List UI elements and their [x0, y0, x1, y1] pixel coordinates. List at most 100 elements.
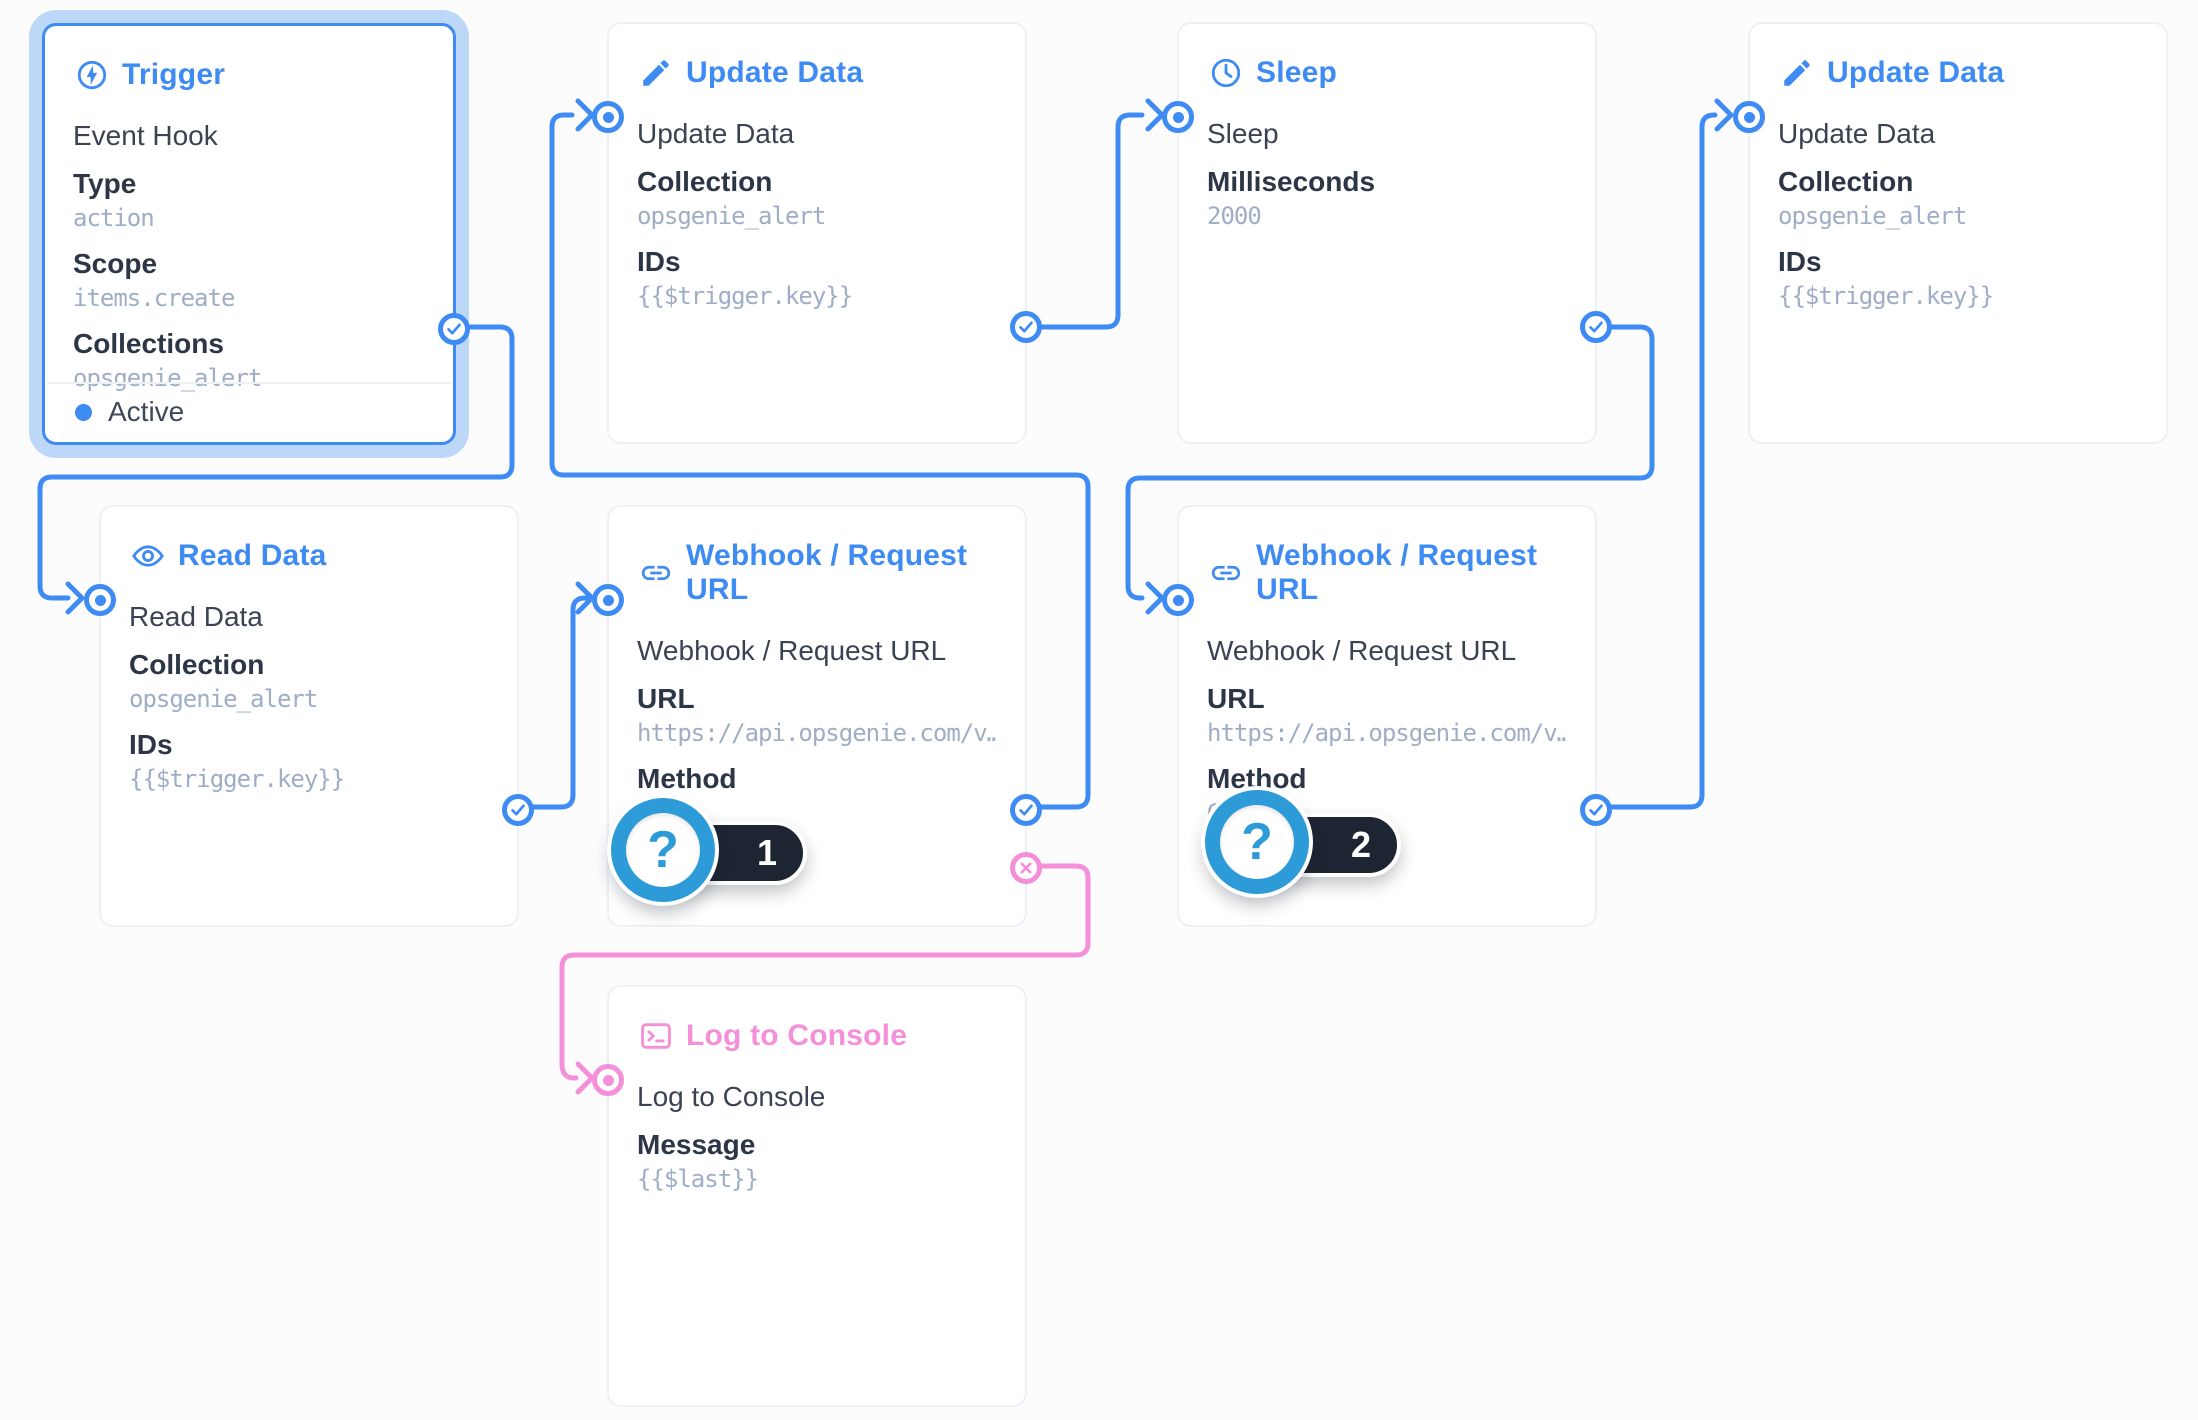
node-fields: Message {{$last}}	[637, 1129, 997, 1193]
active-status-label: Active	[108, 396, 185, 427]
trigger-status: Active	[75, 396, 184, 428]
input-port-dot	[602, 594, 614, 606]
check-icon	[1586, 800, 1606, 820]
input-port[interactable]	[592, 1064, 624, 1096]
field-value: https://api.opsgenie.com/v…	[637, 719, 997, 747]
field-value: items.create	[73, 284, 235, 312]
flow-node-webhook-get[interactable]: Webhook / Request URL Webhook / Request …	[1162, 505, 1612, 927]
node-fields: Milliseconds 2000	[1207, 166, 1567, 230]
node-title-row: Read Data	[131, 539, 489, 573]
node-title-row: Log to Console	[639, 1019, 997, 1053]
field-value: 2000	[1207, 202, 1262, 230]
resolve-port[interactable]	[438, 313, 470, 345]
resolve-port[interactable]	[502, 794, 534, 826]
node-title: Log to Console	[686, 1019, 908, 1052]
edge-read-data-to-webhook-post	[529, 581, 595, 810]
field-value: opsgenie_alert	[1778, 202, 1967, 230]
input-port-dot	[1743, 111, 1755, 123]
question-mark-icon: ?	[1241, 813, 1273, 871]
active-status-dot	[75, 403, 92, 421]
field-value: {{$trigger.key}}	[1778, 282, 1994, 310]
node-title: Read Data	[178, 539, 327, 572]
node-title: Sleep	[1256, 56, 1338, 89]
node-name: Webhook / Request URL	[637, 635, 947, 666]
field-label: URL	[1207, 683, 1265, 714]
node-title-row: Update Data	[1780, 56, 2138, 90]
field-label: IDs	[637, 246, 681, 277]
node-name: Update Data	[637, 118, 795, 149]
field-label: Message	[637, 1129, 756, 1160]
field-value: action	[73, 204, 155, 232]
eye-icon	[132, 545, 164, 567]
pencil-icon	[1784, 60, 1810, 86]
check-icon	[1016, 317, 1036, 337]
input-port-dot	[602, 1074, 614, 1086]
flow-node-log-console[interactable]: Log to Console Log to Console Message {{$…	[592, 985, 1027, 1407]
input-port-dot	[1172, 111, 1184, 123]
flow-node-sleep[interactable]: Sleep Sleep Milliseconds 2000	[1162, 22, 1612, 444]
field-value: {{$last}}	[637, 1165, 759, 1193]
reject-port[interactable]	[1010, 852, 1042, 884]
resolve-port[interactable]	[1580, 311, 1612, 343]
run-count: 1	[756, 832, 777, 873]
field-label: Method	[637, 763, 737, 794]
check-icon	[1586, 317, 1606, 337]
field-label: Method	[1207, 763, 1307, 794]
field-label: Collections	[73, 328, 224, 359]
terminal-icon	[641, 1023, 671, 1049]
resolve-port[interactable]	[1010, 794, 1042, 826]
field-value: https://api.opsgenie.com/v…	[1207, 719, 1567, 747]
edge-update-data-1-to-sleep	[1039, 98, 1165, 330]
field-label: Scope	[73, 248, 158, 279]
node-name: Event Hook	[73, 120, 218, 151]
field-label: IDs	[129, 729, 173, 760]
input-port[interactable]	[592, 584, 624, 616]
node-name: Log to Console	[637, 1081, 826, 1112]
run-count: 2	[1350, 824, 1371, 865]
field-label: Type	[73, 168, 137, 199]
input-port-dot	[94, 594, 106, 606]
field-label: IDs	[1778, 246, 1822, 277]
input-port[interactable]	[1162, 101, 1194, 133]
input-port-dot	[1172, 594, 1184, 606]
node-title-row: Update Data	[639, 56, 997, 90]
input-port[interactable]	[1162, 584, 1194, 616]
question-mark-icon: ?	[647, 821, 679, 879]
input-port-dot	[602, 111, 614, 123]
link-icon	[1211, 565, 1241, 581]
input-port[interactable]	[1733, 101, 1765, 133]
run-count-badge: 2?	[1205, 790, 1465, 900]
input-port[interactable]	[84, 584, 116, 616]
question-badge-circle: ?	[1205, 790, 1309, 894]
node-name: Webhook / Request URL	[1207, 635, 1517, 666]
resolve-port[interactable]	[1010, 311, 1042, 343]
node-title-row: Webhook / Request URL	[639, 539, 997, 607]
x-icon	[1016, 858, 1036, 878]
field-label: URL	[637, 683, 695, 714]
node-title: Update Data	[686, 56, 864, 89]
resolve-port[interactable]	[1580, 794, 1612, 826]
link-icon	[641, 565, 671, 581]
node-title: Trigger	[122, 58, 226, 91]
node-title: Webhook / Request URL	[686, 539, 968, 606]
check-icon	[1016, 800, 1036, 820]
question-badge-circle: ?	[611, 798, 715, 902]
field-value: opsgenie_alert	[73, 364, 262, 392]
field-value: opsgenie_alert	[129, 685, 318, 713]
node-title: Update Data	[1827, 56, 2005, 89]
field-value: opsgenie_alert	[637, 202, 826, 230]
input-port[interactable]	[592, 101, 624, 133]
node-title: Webhook / Request URL	[1256, 539, 1538, 606]
field-label: Milliseconds	[1207, 166, 1376, 197]
node-name: Sleep	[1207, 118, 1279, 149]
node-title-row: Webhook / Request URL	[1209, 539, 1567, 607]
clock-icon	[1211, 58, 1241, 88]
flow-node-webhook-post[interactable]: Webhook / Request URL Webhook / Request …	[592, 505, 1042, 927]
field-label: Collection	[1778, 166, 1914, 197]
